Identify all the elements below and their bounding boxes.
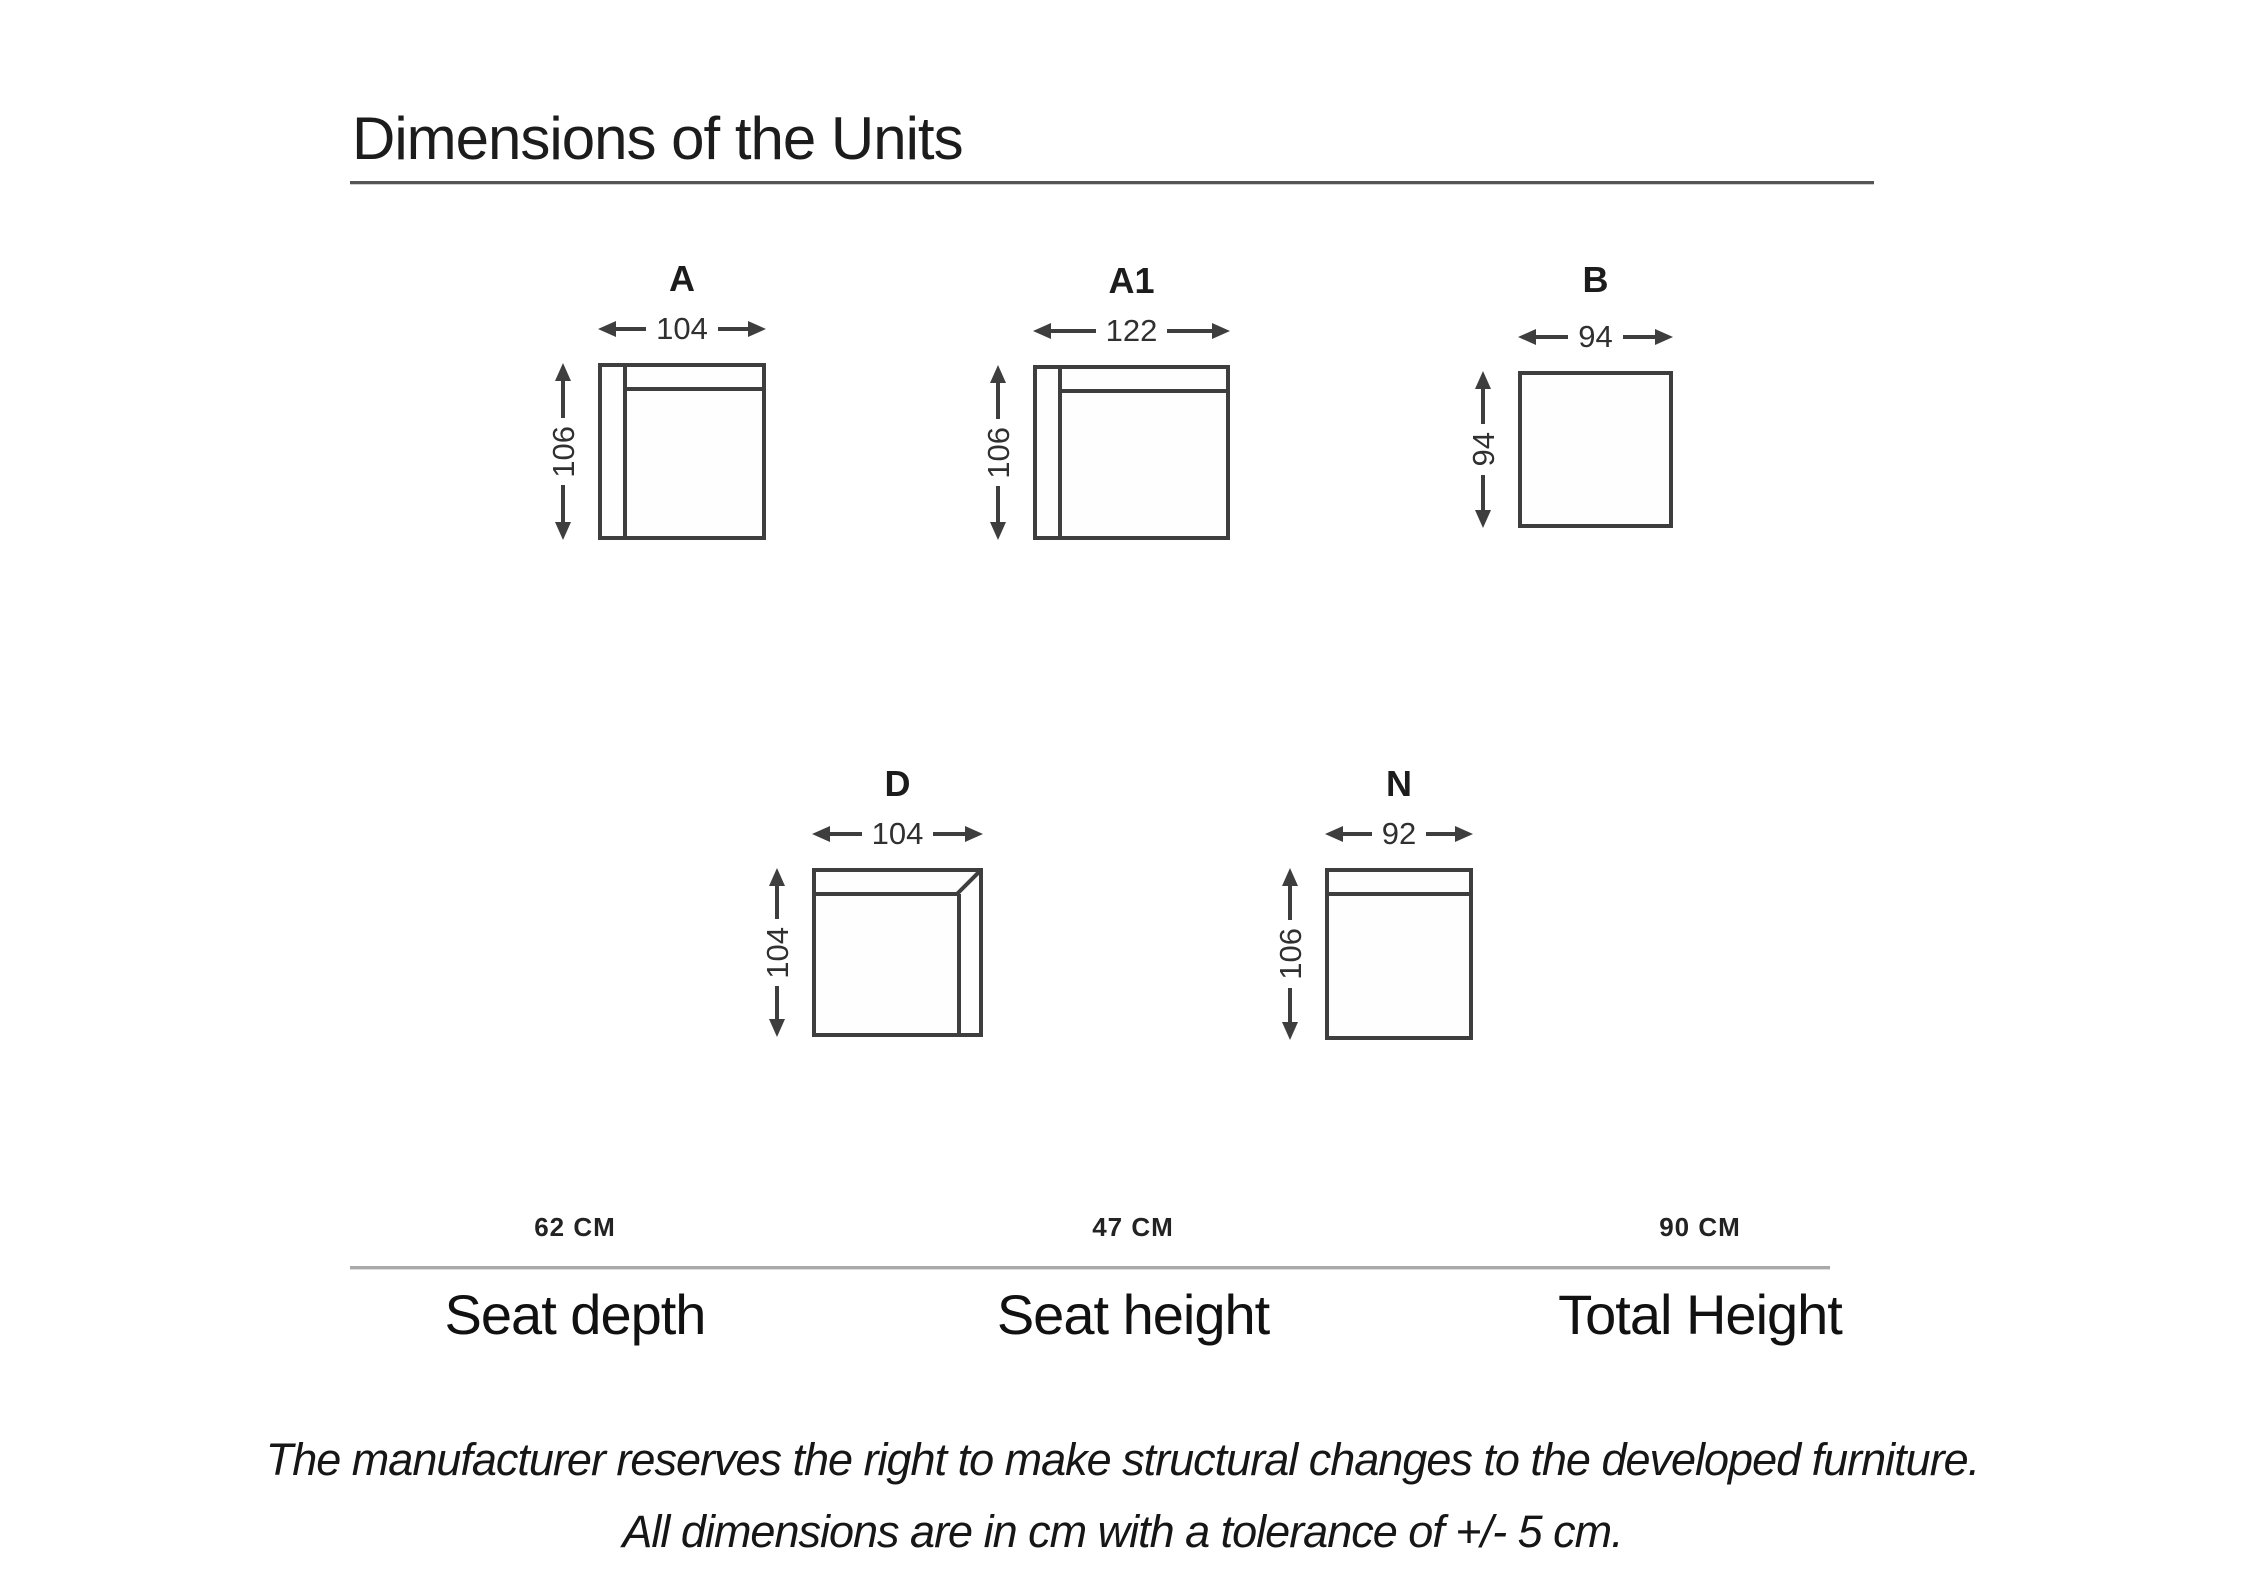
spec-value: 47 CM — [1092, 1212, 1174, 1242]
spec-label: Total Height — [1558, 1283, 1843, 1346]
height-dimension: 104 — [754, 868, 800, 1037]
arrow-up-icon — [754, 868, 800, 919]
backrest-line — [627, 387, 762, 391]
backrest-line — [1062, 389, 1226, 393]
arrow-right-icon — [1167, 323, 1230, 339]
unit-diagram-b: B 94 94 — [1460, 260, 1673, 528]
arrow-down-icon — [1460, 475, 1506, 528]
width-dimension: 122 — [1033, 315, 1230, 347]
title-underline — [350, 181, 1874, 185]
arrow-up-icon — [540, 363, 586, 418]
arrow-left-icon — [1518, 329, 1569, 345]
width-value: 104 — [656, 311, 708, 346]
width-value: 94 — [1578, 319, 1613, 354]
arrow-left-icon — [598, 321, 647, 337]
unit-shape — [598, 363, 766, 540]
arrow-up-icon — [975, 365, 1021, 419]
spec-value: 90 CM — [1659, 1212, 1741, 1242]
arrow-down-icon — [1267, 988, 1313, 1040]
height-value: 94 — [1465, 432, 1501, 467]
armrest-line — [957, 894, 961, 1033]
arrow-down-icon — [754, 986, 800, 1037]
arrow-down-icon — [975, 486, 1021, 540]
arrow-left-icon — [812, 826, 862, 842]
height-value: 104 — [759, 926, 795, 979]
armrest-line — [1058, 369, 1062, 536]
height-value: 106 — [980, 426, 1016, 479]
unit-diagram-a: A 104 106 — [540, 259, 766, 540]
unit-label: A1 — [1108, 260, 1155, 301]
height-dimension: 106 — [975, 365, 1021, 540]
unit-diagram-a1: A1 122 106 — [975, 261, 1230, 540]
unit-label: A — [669, 258, 695, 299]
unit-shape — [1325, 868, 1473, 1040]
height-dimension: 106 — [1267, 868, 1313, 1040]
backrest-line — [816, 892, 957, 896]
width-value: 122 — [1105, 313, 1158, 348]
unit-diagram-d: D 104 104 — [754, 764, 983, 1037]
width-dimension: 104 — [812, 818, 983, 850]
spec-seat-depth: 62 CM Seat depth — [444, 1212, 707, 1346]
footnote-line-1: The manufacturer reserves the right to m… — [265, 1434, 1980, 1485]
width-dimension: 94 — [1518, 321, 1673, 353]
arrow-right-icon — [933, 826, 983, 842]
footnote: The manufacturer reserves the right to m… — [0, 1424, 2245, 1568]
height-dimension: 94 — [1460, 371, 1506, 528]
width-dimension: 104 — [598, 313, 766, 345]
spec-value: 62 CM — [534, 1212, 616, 1242]
footnote-line-2: All dimensions are in cm with a toleranc… — [622, 1506, 1623, 1557]
unit-diagram-n: N 92 106 — [1267, 764, 1473, 1040]
height-value: 106 — [1272, 928, 1308, 980]
width-value: 92 — [1381, 816, 1417, 851]
unit-shape — [1518, 371, 1673, 528]
arrow-right-icon — [1622, 329, 1673, 345]
spec-seat-height: 47 CM Seat height — [996, 1212, 1270, 1346]
armrest-line — [623, 367, 627, 536]
unit-label: D — [884, 763, 911, 804]
height-value: 106 — [545, 425, 581, 478]
spec-total-height: 90 CM Total Height — [1558, 1212, 1843, 1346]
specs-divider — [350, 1266, 1830, 1270]
width-dimension: 92 — [1325, 818, 1473, 850]
spec-label: Seat depth — [444, 1283, 707, 1346]
unit-shape — [1033, 365, 1230, 540]
backrest-line — [1329, 892, 1469, 896]
width-value: 104 — [871, 816, 924, 851]
corner-diagonal-line — [955, 870, 981, 896]
unit-shape — [812, 868, 983, 1037]
spec-label: Seat height — [996, 1283, 1270, 1346]
arrow-down-icon — [540, 485, 586, 540]
arrow-right-icon — [717, 321, 766, 337]
height-dimension: 106 — [540, 363, 586, 540]
arrow-right-icon — [1426, 826, 1473, 842]
unit-label: N — [1386, 763, 1412, 804]
page-title: Dimensions of the Units — [352, 105, 964, 172]
arrow-left-icon — [1325, 826, 1372, 842]
arrow-left-icon — [1033, 323, 1096, 339]
arrow-up-icon — [1267, 868, 1313, 920]
arrow-up-icon — [1460, 371, 1506, 424]
unit-label: B — [1582, 259, 1609, 300]
